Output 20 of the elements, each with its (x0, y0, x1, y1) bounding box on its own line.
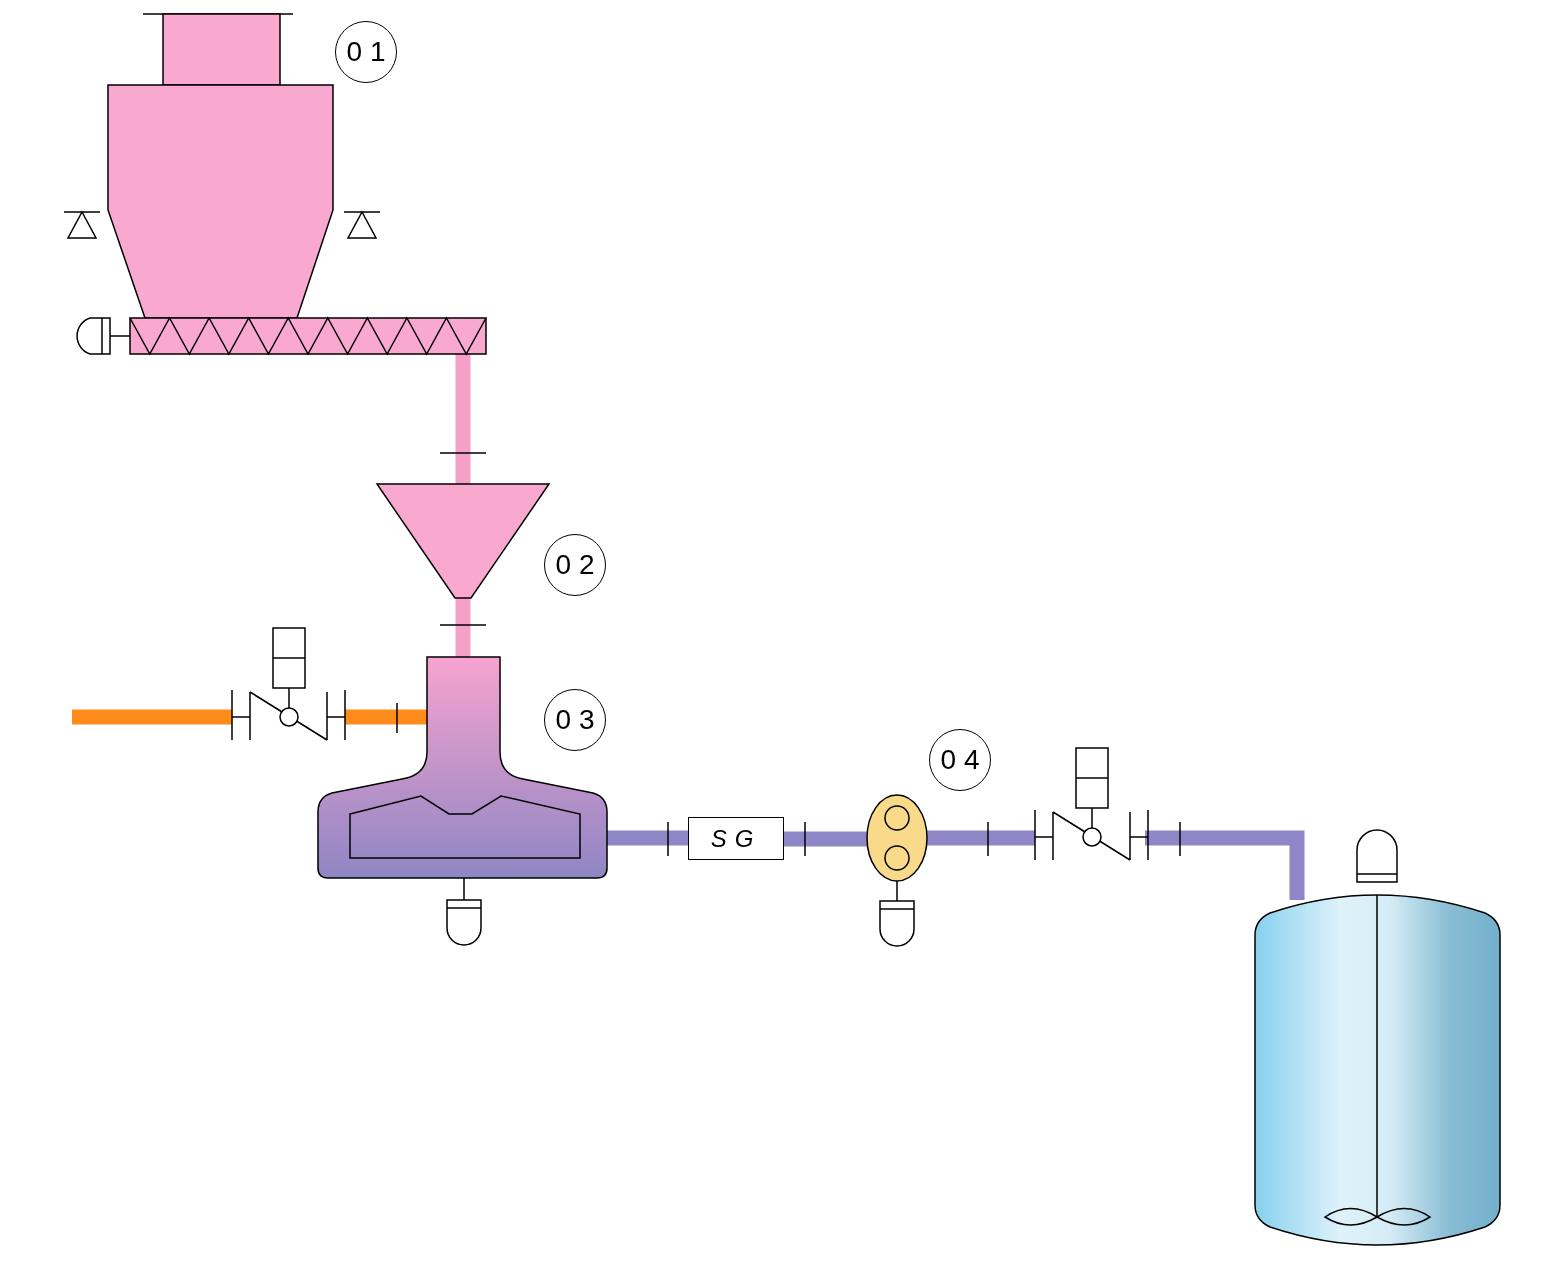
funnel (377, 484, 549, 598)
screw-conveyor (130, 318, 486, 354)
pipe (784, 831, 867, 847)
mixer-vessel (318, 657, 607, 878)
pipe (455, 354, 471, 484)
callout-number: 03 (544, 689, 606, 751)
callout-number: 04 (929, 729, 991, 791)
actuated-valve (232, 628, 345, 742)
callout-number: 02 (544, 534, 606, 596)
instrument-tag: SG (689, 818, 783, 859)
pipe (607, 830, 688, 846)
storage-tank (1255, 895, 1500, 1247)
hopper (108, 14, 333, 318)
pump (867, 795, 927, 881)
callout-number: 01 (335, 21, 397, 83)
pipe (72, 709, 232, 725)
pipe (927, 830, 1035, 846)
pipe (455, 598, 471, 657)
pipe (345, 709, 427, 725)
pipe (1145, 830, 1305, 900)
